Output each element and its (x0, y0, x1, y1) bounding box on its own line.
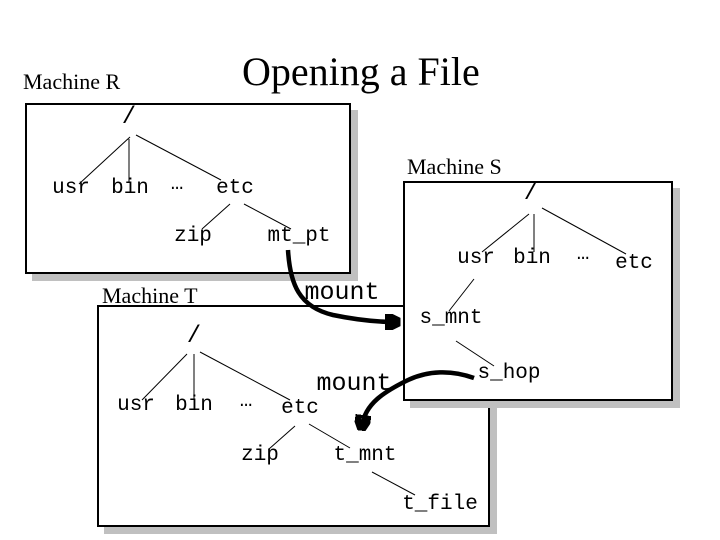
machine-r-box (25, 103, 351, 274)
tree-edge (268, 425, 296, 450)
machine-r-node-zip: zip (174, 225, 212, 248)
machine-r-node-etc: etc (216, 177, 254, 200)
tree-edge (481, 213, 530, 253)
machine-t-node-t-file: t_file (402, 493, 478, 516)
machine-s-node-root: / (523, 180, 539, 207)
machine-r-node-usr: usr (52, 177, 90, 200)
machine-r-node-dots: … (170, 173, 184, 196)
machine-t-tree-edges (141, 351, 416, 496)
machine-t-node-bin: bin (175, 394, 213, 417)
tree-edge (371, 471, 416, 496)
machine-s-node-usr: usr (457, 247, 495, 270)
tree-edge (141, 353, 188, 401)
machine-s-box (403, 181, 673, 401)
tree-edge (455, 340, 495, 367)
machine-s-node-s-hop: s_hop (477, 362, 541, 385)
tree-edge (199, 351, 291, 401)
tree-edge (78, 136, 131, 185)
machine-s-tree-edges (448, 207, 627, 367)
machine-s-node-bin: bin (513, 247, 551, 270)
machine-t-label: Machine T (102, 283, 198, 308)
machine-s-node-dots: … (576, 243, 590, 266)
machine-t-node-root: / (186, 323, 202, 350)
machine-s-node-s-mnt: s_mnt (419, 307, 483, 330)
mount-label-r-to-s: mount (304, 278, 380, 307)
tree-edge (541, 207, 627, 255)
machine-t-node-dots: … (239, 390, 253, 413)
tree-edge (448, 278, 475, 312)
machine-t-node-etc: etc (281, 397, 319, 420)
machine-s-node-etc: etc (615, 252, 653, 275)
machine-r-node-mt-pt: mt_pt (267, 225, 331, 248)
tree-edge (243, 203, 292, 230)
slide-title: Opening a File (242, 49, 480, 94)
machine-t-node-zip: zip (241, 444, 279, 467)
mount-label-s-to-t: mount (316, 369, 392, 398)
tree-edge (135, 134, 222, 181)
machine-s-label: Machine S (407, 154, 502, 179)
tree-edge (201, 203, 231, 230)
machine-t-node-usr: usr (117, 394, 155, 417)
machine-t-node-t-mnt: t_mnt (333, 444, 397, 467)
machine-r-node-bin: bin (111, 177, 149, 200)
machine-r-node-root: / (121, 104, 137, 131)
machine-r-tree-edges (78, 134, 292, 230)
tree-edge (308, 423, 351, 449)
machine-r-label: Machine R (23, 69, 121, 94)
